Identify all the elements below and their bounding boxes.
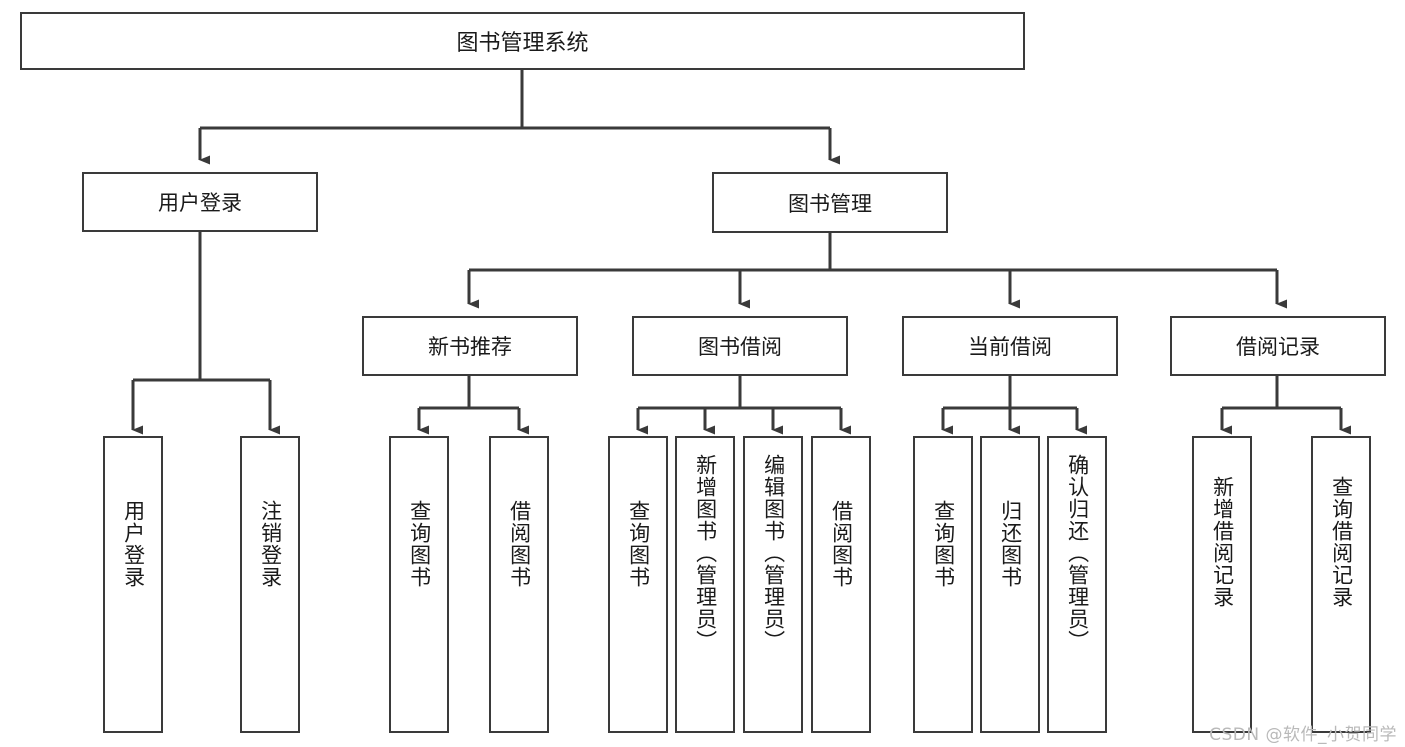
edge-group-book-borrow — [636, 376, 851, 435]
leaf-query-borrow-record[interactable]: 查询借阅记录 — [1311, 436, 1371, 733]
leaf-add-book-admin-label: 新增图书（管理员） — [693, 454, 718, 652]
leaf-add-borrow-record[interactable]: 新增借阅记录 — [1192, 436, 1252, 733]
leaf-return-book[interactable]: 归还图书 — [980, 436, 1040, 733]
edge-group-current-borrow — [941, 376, 1087, 435]
node-borrow-record[interactable]: 借阅记录 — [1170, 316, 1386, 376]
leaf-new-book-borrow-label: 借阅图书 — [507, 500, 532, 588]
leaf-new-book-query-label: 查询图书 — [407, 500, 432, 588]
leaf-add-borrow-record-label: 新增借阅记录 — [1210, 476, 1235, 608]
node-book-borrow[interactable]: 图书借阅 — [632, 316, 848, 376]
leaf-current-query-book[interactable]: 查询图书 — [913, 436, 973, 733]
node-root-system[interactable]: 图书管理系统 — [20, 12, 1025, 70]
leaf-query-borrow-record-label: 查询借阅记录 — [1329, 476, 1354, 608]
leaf-borrow-book[interactable]: 借阅图书 — [811, 436, 871, 733]
edge-group-root — [198, 70, 840, 165]
node-borrow-record-label: 借阅记录 — [1236, 335, 1320, 359]
node-user-login[interactable]: 用户登录 — [82, 172, 318, 232]
edge-group-borrow-record — [1220, 376, 1351, 435]
leaf-borrow-book-label: 借阅图书 — [829, 500, 854, 588]
csdn-watermark: CSDN @软件_小贺同学 — [1209, 725, 1397, 745]
leaf-edit-book-admin-label: 编辑图书（管理员） — [761, 454, 786, 652]
leaf-borrow-query-book-label: 查询图书 — [626, 500, 651, 588]
edge-group-new-book — [417, 376, 529, 435]
edge-group-book-manage — [467, 233, 1287, 309]
leaf-confirm-return-admin[interactable]: 确认归还（管理员） — [1047, 436, 1107, 733]
node-book-management[interactable]: 图书管理 — [712, 172, 948, 233]
leaf-borrow-query-book[interactable]: 查询图书 — [608, 436, 668, 733]
node-root-system-label: 图书管理系统 — [456, 31, 589, 56]
leaf-new-book-query[interactable]: 查询图书 — [389, 436, 449, 733]
node-new-book-recommend[interactable]: 新书推荐 — [362, 316, 578, 376]
edge-group-user-login — [131, 232, 280, 435]
node-book-borrow-label: 图书借阅 — [698, 335, 782, 359]
leaf-logout-label: 注销登录 — [258, 500, 283, 588]
leaf-current-query-book-label: 查询图书 — [931, 500, 956, 588]
leaf-confirm-return-admin-label: 确认归还（管理员） — [1065, 454, 1090, 652]
node-current-borrow-label: 当前借阅 — [968, 335, 1052, 359]
node-current-borrow[interactable]: 当前借阅 — [902, 316, 1118, 376]
node-book-management-label: 图书管理 — [788, 191, 872, 216]
leaf-add-book-admin[interactable]: 新增图书（管理员） — [675, 436, 735, 733]
leaf-new-book-borrow[interactable]: 借阅图书 — [489, 436, 549, 733]
node-new-book-recommend-label: 新书推荐 — [428, 335, 512, 359]
leaf-user-login-label: 用户登录 — [121, 500, 146, 588]
node-user-login-label: 用户登录 — [158, 191, 242, 215]
leaf-logout[interactable]: 注销登录 — [240, 436, 300, 733]
leaf-user-login[interactable]: 用户登录 — [103, 436, 163, 733]
leaf-edit-book-admin[interactable]: 编辑图书（管理员） — [743, 436, 803, 733]
leaf-return-book-label: 归还图书 — [998, 500, 1023, 588]
